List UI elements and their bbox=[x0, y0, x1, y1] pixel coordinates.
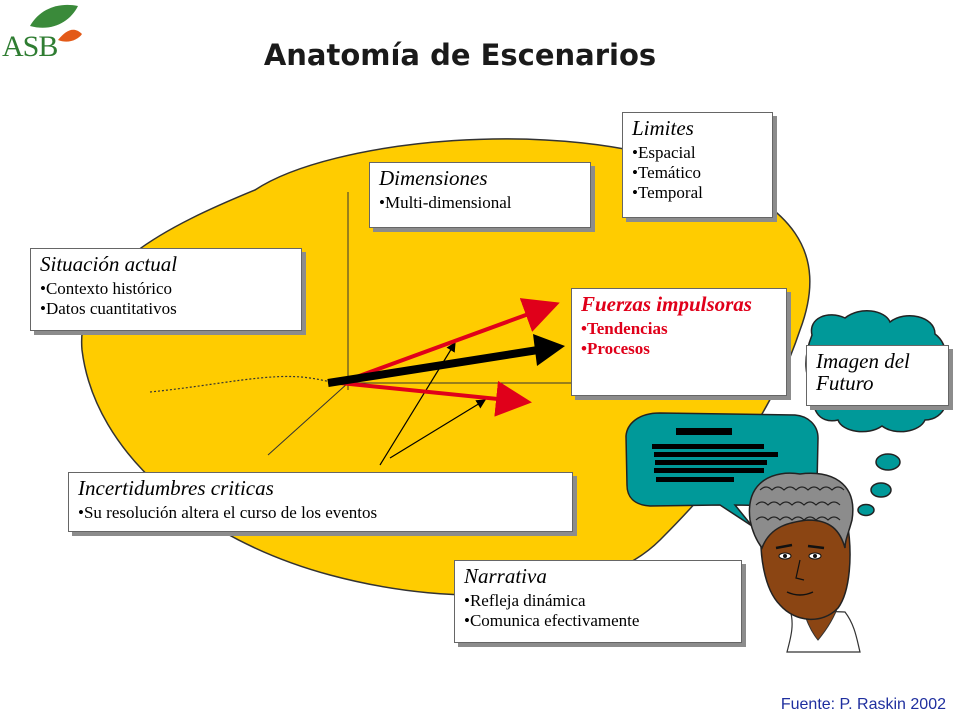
main-trend-arrowhead bbox=[533, 334, 565, 366]
incertidumbres-item: Su resolución altera el curso de los eve… bbox=[78, 503, 564, 523]
narrativa-list: Refleja dinámica Comunica efectivamente bbox=[464, 591, 733, 631]
thought-dot-1 bbox=[875, 453, 901, 471]
fuerzas-impulsoras-item: Tendencias bbox=[581, 319, 778, 339]
limites-title: Limites bbox=[632, 116, 694, 140]
asb-logo: ASB bbox=[2, 30, 58, 63]
fuerzas-impulsoras-item: Procesos bbox=[581, 339, 778, 359]
red-arrow-down bbox=[339, 380, 532, 417]
incertidumbres-title: Incertidumbres criticas bbox=[78, 476, 274, 500]
fuerzas-impulsoras-list: Tendencias Procesos bbox=[581, 319, 778, 359]
main-trend-arrow bbox=[327, 346, 539, 387]
speech-text-lines bbox=[652, 428, 778, 482]
fuerzas-impulsoras-box: Fuerzas impulsoras Tendencias Procesos bbox=[571, 288, 787, 396]
limites-list: Espacial Temático Temporal bbox=[632, 143, 764, 203]
narrativa-item: Comunica efectivamente bbox=[464, 611, 733, 631]
person-illustration bbox=[748, 472, 861, 653]
dimensiones-list: Multi-dimensional bbox=[379, 193, 582, 213]
imagen-futuro-title: Imagen del Futuro bbox=[816, 349, 910, 395]
limites-item: Temático bbox=[632, 163, 764, 183]
narrativa-item: Refleja dinámica bbox=[464, 591, 733, 611]
limites-box: Limites Espacial Temático Temporal bbox=[622, 112, 773, 218]
fuerzas-impulsoras-title: Fuerzas impulsoras bbox=[581, 292, 752, 316]
thin-arrow-2 bbox=[389, 399, 487, 459]
limites-item: Espacial bbox=[632, 143, 764, 163]
incertidumbres-box: Incertidumbres criticas Su resolución al… bbox=[68, 472, 573, 532]
source-credit: Fuente: P. Raskin 2002 bbox=[780, 696, 946, 713]
dimensiones-item: Multi-dimensional bbox=[379, 193, 582, 213]
diagonal-axis bbox=[267, 382, 349, 456]
narrativa-box: Narrativa Refleja dinámica Comunica efec… bbox=[454, 560, 742, 643]
imagen-futuro-box: Imagen del Futuro bbox=[806, 345, 949, 406]
incertidumbres-list: Su resolución altera el curso de los eve… bbox=[78, 503, 564, 523]
situacion-actual-item: Datos cuantitativos bbox=[40, 299, 293, 319]
thought-dot-3 bbox=[857, 503, 875, 517]
situacion-actual-item: Contexto histórico bbox=[40, 279, 293, 299]
situacion-actual-list: Contexto histórico Datos cuantitativos bbox=[40, 279, 293, 319]
thought-dot-2 bbox=[870, 482, 892, 498]
narrativa-title: Narrativa bbox=[464, 564, 547, 588]
situacion-actual-box: Situación actual Contexto histórico Dato… bbox=[30, 248, 302, 331]
dimensiones-box: Dimensiones Multi-dimensional bbox=[369, 162, 591, 228]
page-title: Anatomía de Escenarios bbox=[263, 38, 657, 72]
dimensiones-title: Dimensiones bbox=[379, 166, 488, 190]
limites-item: Temporal bbox=[632, 183, 764, 203]
red-arrow-up bbox=[339, 298, 560, 385]
leaf-logo-icon bbox=[30, 4, 82, 42]
situacion-actual-title: Situación actual bbox=[40, 252, 178, 276]
